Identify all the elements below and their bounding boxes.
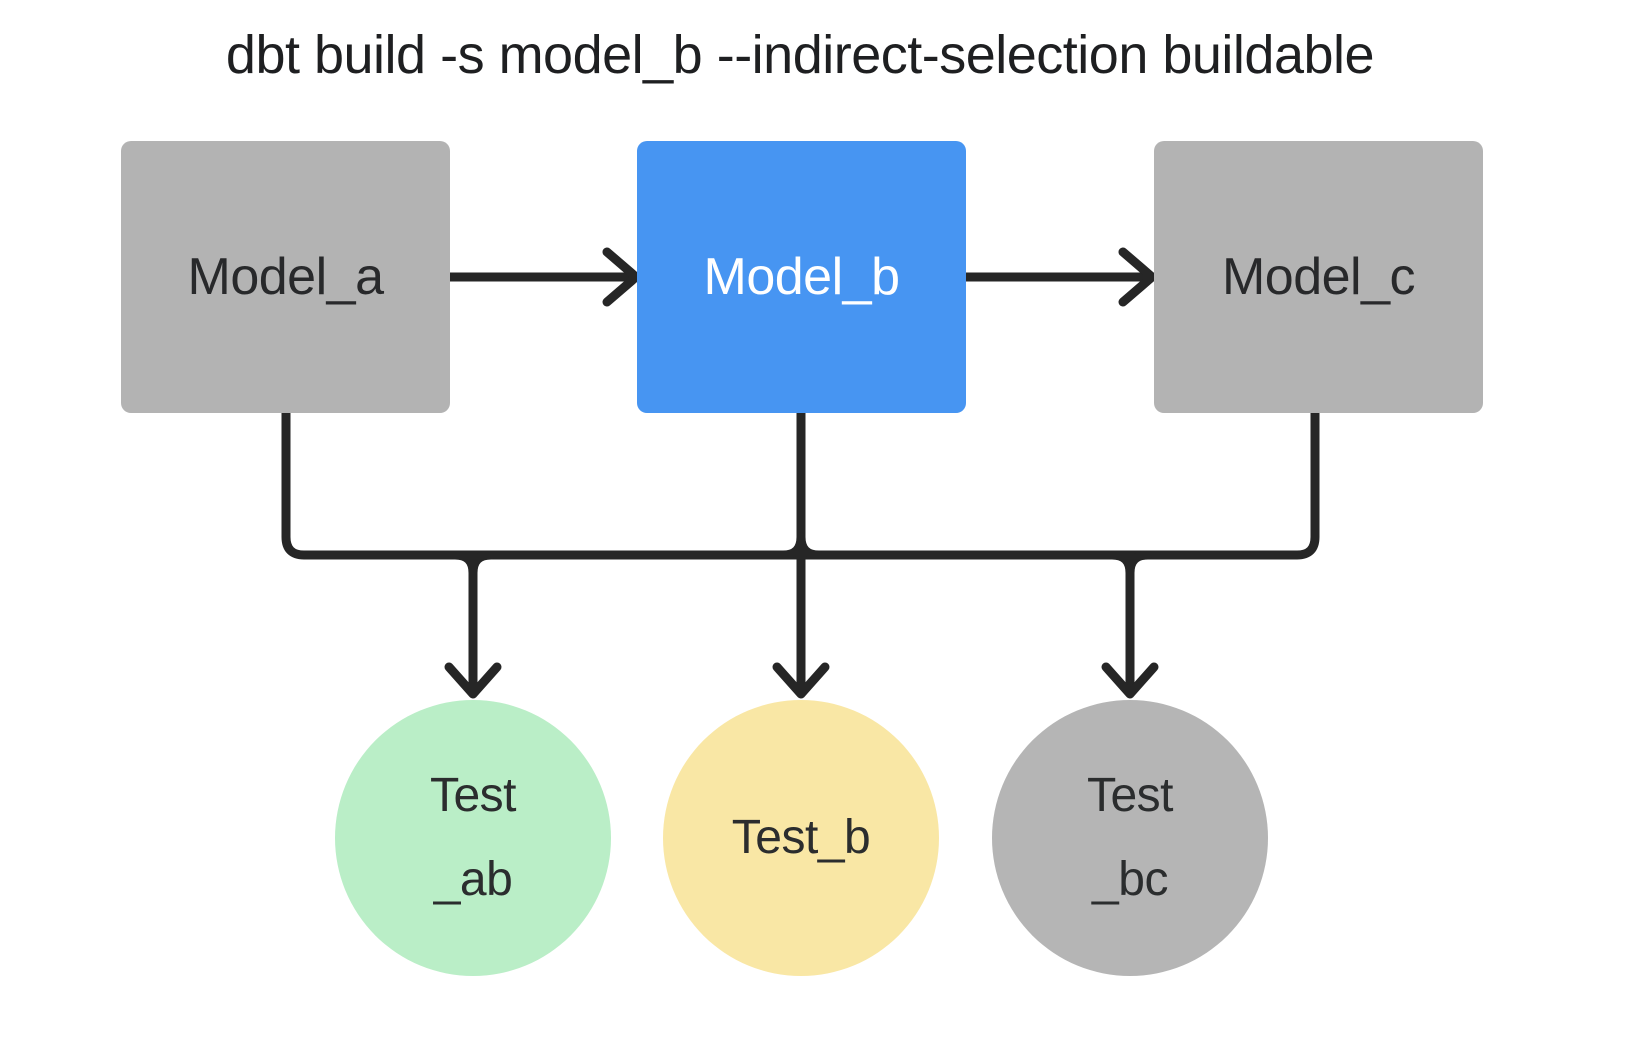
edge-model-a-to-model-b (445, 247, 641, 307)
test-label-line: _bc (1092, 853, 1168, 906)
test-node-test-bc: Test _bc (992, 700, 1268, 976)
test-node-test-ab: Test _ab (335, 700, 611, 976)
arrowhead-right-icon (1118, 247, 1157, 307)
model-label: Model_c (1221, 248, 1416, 306)
model-node-model-b: Model_b (637, 141, 966, 413)
test-label-line: _ab (433, 853, 513, 906)
edge-model-b-to-model-c (961, 247, 1157, 307)
test-label-line: Test_b (731, 811, 871, 864)
arrowhead-down-icon (772, 662, 830, 699)
arrowhead-down-icon (1101, 662, 1159, 699)
arrowhead-down-icon (444, 662, 502, 699)
model-node-model-c: Model_c (1154, 141, 1483, 413)
test-label-line: Test (1086, 769, 1174, 822)
test-label-line: Test (429, 769, 517, 822)
arrowhead-right-icon (602, 247, 641, 307)
model-label: Model_a (187, 248, 384, 306)
diagram-title: dbt build -s model_b --indirect-selectio… (225, 25, 1375, 85)
model-node-model-a: Model_a (121, 141, 450, 413)
test-node-test-b: Test_b (663, 700, 939, 976)
edge-bus-models-to-tests (281, 408, 1320, 699)
model-label: Model_b (703, 248, 900, 306)
